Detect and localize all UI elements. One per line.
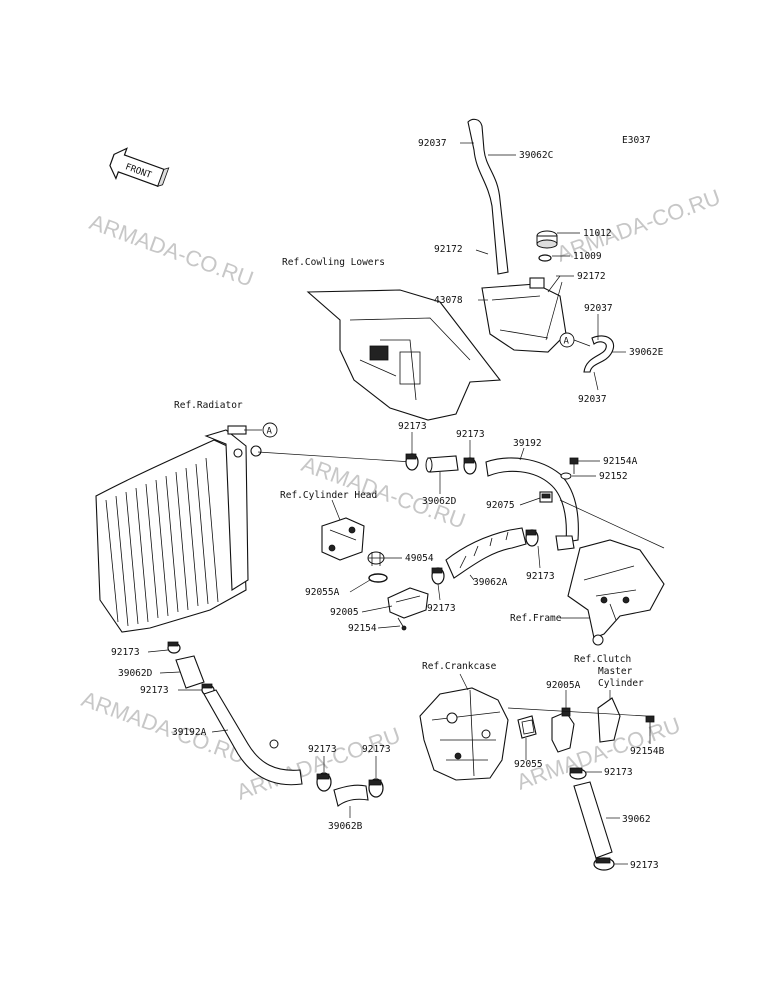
label-92173-b: 92173 (456, 429, 485, 440)
clamp-92173-g (316, 772, 332, 792)
label-92152: 92152 (599, 471, 628, 482)
bolt-92154a (569, 457, 579, 474)
label-92173-d: 92173 (526, 571, 555, 582)
label-39062: 39062 (622, 814, 651, 825)
ref-clutch-label-1: Ref.Clutch (574, 654, 631, 665)
clamp-92173-i (569, 767, 602, 780)
label-92172-left: 92172 (434, 244, 463, 255)
overflow-hose-39062e (583, 335, 614, 373)
pipe-end (555, 535, 575, 551)
label-39062c: 39062C (519, 150, 553, 161)
label-92173-j: 92173 (630, 860, 659, 871)
label-92173-h: 92173 (362, 744, 391, 755)
top-leaders (460, 142, 626, 391)
label-92173-g: 92173 (308, 744, 337, 755)
cylinder-head-ref (321, 517, 365, 561)
hose-39062d-top (425, 455, 459, 473)
label-39062e: 39062E (629, 347, 664, 358)
callout-a-reservoir-letter: A (564, 337, 570, 347)
ref-cylinder-head-label: Ref.Cylinder Head (280, 490, 377, 501)
ref-clutch-label-2: Master (598, 666, 633, 677)
label-92173-f: 92173 (140, 685, 169, 696)
label-43078: 43078 (434, 295, 463, 306)
label-39192: 39192 (513, 438, 542, 449)
ref-radiator-label: Ref.Radiator (174, 400, 243, 411)
label-39062d-left: 39062D (118, 668, 153, 679)
thermostat-housing (387, 587, 429, 619)
ref-cowling-lowers-label: Ref.Cowling Lowers (282, 257, 385, 268)
washer-92152 (560, 472, 572, 480)
clamp-92173-j (593, 857, 628, 871)
callout-a-radiator: A (244, 422, 278, 438)
label-92154: 92154 (348, 623, 377, 634)
label-92172-right: 92172 (577, 271, 606, 282)
bolt-92154 (397, 617, 407, 631)
fitting-92005a (551, 690, 575, 753)
label-92037-low: 92037 (578, 394, 607, 405)
label-92005a: 92005A (546, 680, 581, 691)
callout-a-radiator-letter: A (267, 427, 273, 437)
bolt-92154b (645, 715, 655, 744)
hose-39062 (573, 781, 620, 859)
callout-a-reservoir: A (559, 332, 575, 348)
reservoir-hose-39062c (467, 118, 509, 275)
crankcase-ref (419, 673, 509, 781)
o-ring-92055a (368, 573, 388, 583)
front-arrow-icon: FRONT (109, 147, 170, 188)
hose-39062d-left (175, 655, 205, 689)
label-92075: 92075 (486, 500, 515, 511)
clamp-92173-b (463, 457, 477, 475)
part-number-labels: 92037 39062C 11012 11009 92172 92172 430… (111, 138, 665, 871)
clamp-92173-c (431, 567, 445, 585)
clip-92075 (539, 491, 553, 503)
upper-hose-leaders (411, 432, 600, 506)
cylinder-head-leaders (331, 499, 541, 629)
cowling-lowers (306, 289, 502, 421)
label-49054: 49054 (405, 553, 434, 564)
label-92005: 92005 (330, 607, 359, 618)
clamp-92173-h (368, 778, 384, 798)
hose-39062a (445, 527, 527, 579)
o-ring-11009 (538, 254, 552, 262)
label-39062a: 39062A (473, 577, 508, 588)
label-11009: 11009 (573, 251, 602, 262)
frame-ref (559, 499, 665, 646)
watermark-1: ARMADA-CO.RU (86, 209, 257, 291)
clamp-92173-a (405, 453, 419, 471)
label-92154a: 92154A (603, 456, 638, 467)
ref-clutch-label-3: Cylinder (598, 678, 644, 689)
clutch-master-cylinder-ref (597, 690, 621, 743)
label-39062b: 39062B (328, 821, 363, 832)
label-92173-e: 92173 (111, 647, 140, 658)
label-11012: 11012 (583, 228, 612, 239)
pipe-39192a (203, 689, 303, 786)
thermostat-49054 (367, 551, 385, 566)
radiator-to-hose-leader (257, 451, 413, 463)
ref-crankcase-label: Ref.Crankcase (422, 661, 497, 672)
label-92055a: 92055A (305, 587, 340, 598)
o-ring-92055 (517, 715, 537, 760)
radiator (95, 425, 262, 633)
diagram-code: E3037 (622, 135, 651, 146)
clamp-92173-e (167, 641, 181, 654)
reference-labels: Ref.Cowling Lowers Ref.Radiator Ref.Cyli… (174, 257, 644, 689)
label-92037-mid: 92037 (584, 303, 613, 314)
hose-39062b (333, 784, 369, 807)
label-92055: 92055 (514, 759, 543, 770)
label-92173-i: 92173 (604, 767, 633, 778)
label-92154b: 92154B (630, 746, 665, 757)
label-39192a: 39192A (172, 727, 207, 738)
label-92173-a: 92173 (398, 421, 427, 432)
reservoir-tank (481, 277, 567, 353)
reservoir-cap-11012 (536, 230, 558, 249)
lower-left-leaders (147, 649, 377, 818)
label-39062d-top: 39062D (422, 496, 457, 507)
clamp-92173-d (525, 529, 539, 547)
ref-frame-label: Ref.Frame (510, 613, 562, 624)
crankcase-to-bolt-leader (507, 707, 647, 717)
label-92173-c: 92173 (427, 603, 456, 614)
label-92037-top: 92037 (418, 138, 447, 149)
